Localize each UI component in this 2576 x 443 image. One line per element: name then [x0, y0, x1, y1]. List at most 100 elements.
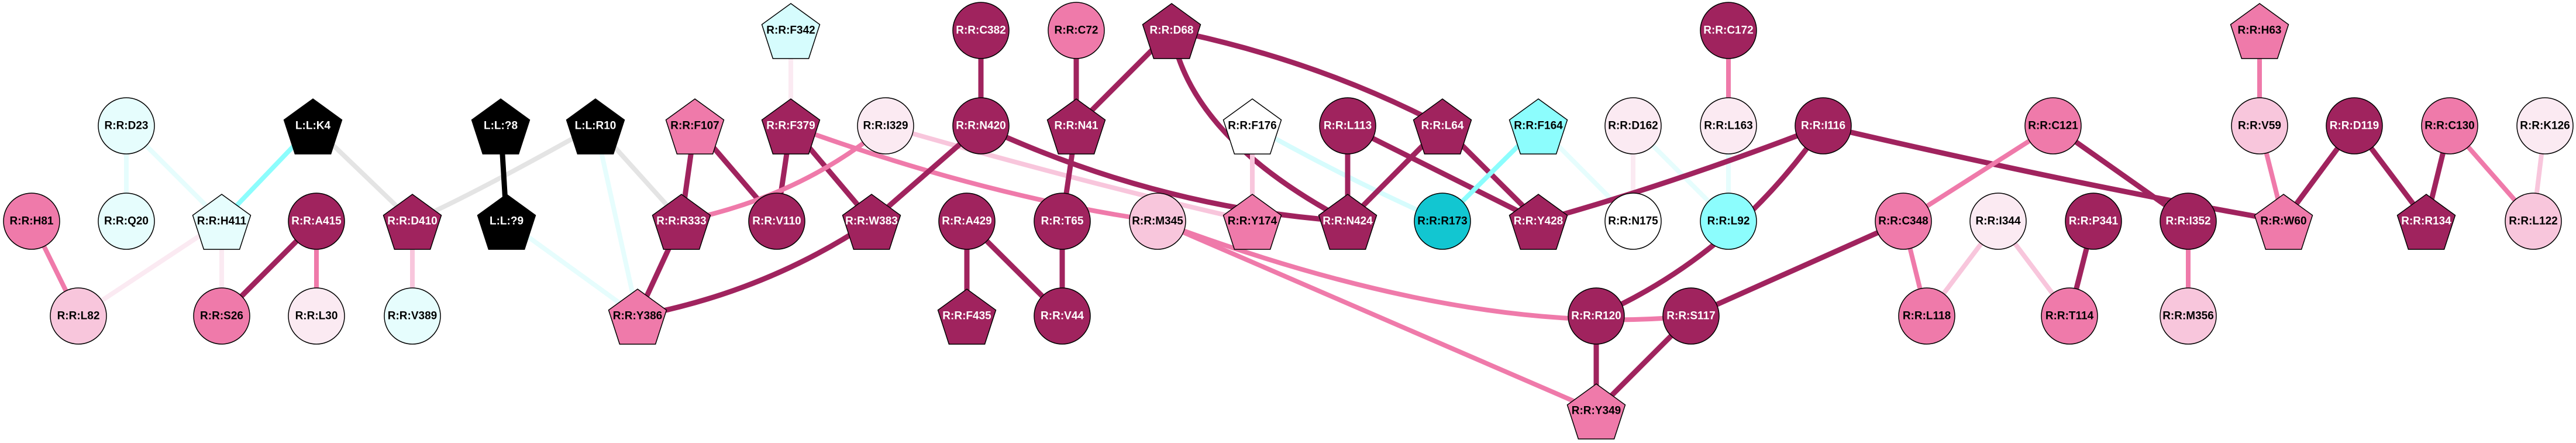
circle-node-shape[interactable]	[2160, 193, 2217, 250]
node-v44[interactable]: R:R:V44	[1034, 287, 1091, 345]
pentagon-node-shape[interactable]	[761, 98, 821, 154]
circle-node-shape[interactable]	[1700, 2, 1757, 59]
node-c72[interactable]: R:R:C72	[1048, 2, 1105, 59]
node-s117[interactable]: R:R:S117	[1662, 287, 1720, 345]
pentagon-node-shape[interactable]	[1566, 383, 1626, 439]
circle-node-shape[interactable]	[2024, 97, 2082, 154]
circle-node-shape[interactable]	[1700, 193, 1757, 250]
pentagon-node-shape[interactable]	[1413, 98, 1472, 154]
circle-node-shape[interactable]	[1662, 287, 1720, 345]
circle-node-shape[interactable]	[1604, 193, 1662, 250]
node-l122[interactable]: R:R:L122	[2505, 193, 2562, 250]
node-q8[interactable]: L:L:?8	[471, 98, 531, 154]
node-i116[interactable]: R:R:I116	[1795, 97, 1852, 154]
node-k126[interactable]: R:R:K126	[2516, 97, 2574, 154]
circle-node-shape[interactable]	[2041, 287, 2098, 345]
node-h63[interactable]: R:R:H63	[2230, 3, 2289, 59]
circle-node-shape[interactable]	[3, 193, 60, 250]
circle-node-shape[interactable]	[50, 287, 107, 345]
node-d119[interactable]: R:R:D119	[2326, 97, 2383, 154]
pentagon-node-shape[interactable]	[1222, 98, 1282, 154]
node-v389[interactable]: R:R:V389	[384, 287, 441, 345]
node-c382[interactable]: R:R:C382	[952, 2, 1010, 59]
node-v59[interactable]: R:R:V59	[2231, 97, 2288, 154]
circle-node-shape[interactable]	[2065, 193, 2122, 250]
node-f342[interactable]: R:R:F342	[761, 3, 821, 59]
pentagon-node-shape[interactable]	[2396, 194, 2456, 250]
node-l30[interactable]: R:R:L30	[288, 287, 345, 345]
node-r120[interactable]: R:R:R120	[1568, 287, 1625, 345]
node-n175[interactable]: R:R:N175	[1604, 193, 1662, 250]
circle-node-shape[interactable]	[98, 193, 155, 250]
node-m356[interactable]: R:R:M356	[2160, 287, 2217, 345]
circle-node-shape[interactable]	[2516, 97, 2574, 154]
circle-node-shape[interactable]	[1969, 193, 2027, 250]
pentagon-node-shape[interactable]	[2230, 3, 2289, 59]
node-y428[interactable]: R:R:Y428	[1509, 194, 1568, 250]
node-y349[interactable]: R:R:Y349	[1566, 383, 1626, 439]
circle-node-shape[interactable]	[748, 193, 805, 250]
pentagon-node-shape[interactable]	[652, 194, 711, 250]
node-w383[interactable]: R:R:W383	[842, 194, 901, 250]
node-f107[interactable]: R:R:F107	[665, 98, 725, 154]
node-l163[interactable]: R:R:L163	[1700, 97, 1757, 154]
node-h81[interactable]: R:R:H81	[3, 193, 60, 250]
circle-node-shape[interactable]	[2160, 287, 2217, 345]
circle-node-shape[interactable]	[1898, 287, 1955, 345]
circle-node-shape[interactable]	[857, 97, 914, 154]
pentagon-node-shape[interactable]	[761, 3, 821, 59]
node-q9[interactable]: L:L:?9	[477, 194, 536, 250]
circle-node-shape[interactable]	[952, 97, 1010, 154]
node-i344[interactable]: R:R:I344	[1969, 193, 2027, 250]
node-f176[interactable]: R:R:F176	[1222, 98, 1282, 154]
node-c121[interactable]: R:R:C121	[2024, 97, 2082, 154]
node-y174[interactable]: R:R:Y174	[1222, 194, 1282, 250]
circle-node-shape[interactable]	[2231, 97, 2288, 154]
circle-node-shape[interactable]	[1568, 287, 1625, 345]
node-f435[interactable]: R:R:F435	[937, 289, 997, 345]
pentagon-node-shape[interactable]	[842, 194, 901, 250]
pentagon-node-shape[interactable]	[1222, 194, 1282, 250]
pentagon-node-shape[interactable]	[1509, 98, 1568, 154]
node-l92[interactable]: R:R:L92	[1700, 193, 1757, 250]
pentagon-node-shape[interactable]	[1046, 98, 1106, 154]
pentagon-node-shape[interactable]	[192, 194, 252, 250]
circle-node-shape[interactable]	[1319, 97, 1376, 154]
pentagon-node-shape[interactable]	[471, 98, 531, 154]
node-s26[interactable]: R:R:S26	[193, 287, 250, 345]
node-p341[interactable]: R:R:P341	[2065, 193, 2122, 250]
pentagon-node-shape[interactable]	[1318, 194, 1377, 250]
pentagon-node-shape[interactable]	[1509, 194, 1568, 250]
pentagon-node-shape[interactable]	[608, 289, 667, 345]
circle-node-shape[interactable]	[288, 193, 345, 250]
circle-node-shape[interactable]	[384, 287, 441, 345]
pentagon-node-shape[interactable]	[283, 98, 343, 154]
node-r333[interactable]: R:R:R333	[652, 194, 711, 250]
node-y386[interactable]: R:R:Y386	[608, 289, 667, 345]
circle-node-shape[interactable]	[952, 2, 1010, 59]
node-h411[interactable]: R:R:H411	[192, 194, 252, 250]
circle-node-shape[interactable]	[1875, 193, 1932, 250]
node-c172[interactable]: R:R:C172	[1700, 2, 1757, 59]
node-m345[interactable]: R:R:M345	[1129, 193, 1186, 250]
circle-node-shape[interactable]	[2505, 193, 2562, 250]
circle-node-shape[interactable]	[1034, 287, 1091, 345]
circle-node-shape[interactable]	[2326, 97, 2383, 154]
node-f164[interactable]: R:R:F164	[1509, 98, 1568, 154]
node-d410[interactable]: R:R:D410	[383, 194, 442, 250]
node-t65[interactable]: R:R:T65	[1034, 193, 1091, 250]
pentagon-node-shape[interactable]	[937, 289, 997, 345]
circle-node-shape[interactable]	[1414, 193, 1471, 250]
node-n420[interactable]: R:R:N420	[952, 97, 1010, 154]
pentagon-node-shape[interactable]	[383, 194, 442, 250]
circle-node-shape[interactable]	[1048, 2, 1105, 59]
node-d68[interactable]: R:R:D68	[1142, 3, 1201, 59]
node-i352[interactable]: R:R:I352	[2160, 193, 2217, 250]
node-n424[interactable]: R:R:N424	[1318, 194, 1377, 250]
node-l113[interactable]: R:R:L113	[1319, 97, 1376, 154]
circle-node-shape[interactable]	[2421, 97, 2478, 154]
node-a415[interactable]: R:R:A415	[288, 193, 345, 250]
node-f379[interactable]: R:R:F379	[761, 98, 821, 154]
pentagon-node-shape[interactable]	[665, 98, 725, 154]
node-n41[interactable]: R:R:N41	[1046, 98, 1106, 154]
